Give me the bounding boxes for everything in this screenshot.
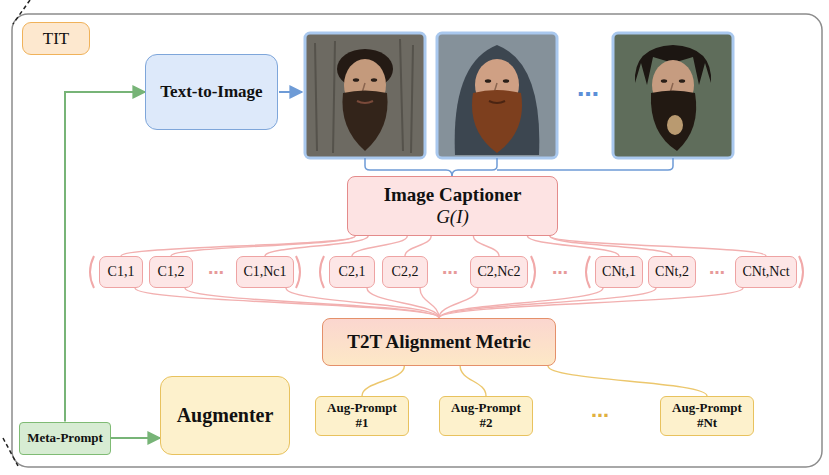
node-text: C2,Nc2 xyxy=(477,264,520,280)
ellipsis-mark: … xyxy=(442,259,458,278)
image-bracket xyxy=(365,158,452,176)
node-text: C1,1 xyxy=(108,264,135,280)
node-text: Text-to-Image xyxy=(160,82,262,102)
image-arrow xyxy=(279,91,302,93)
connector xyxy=(362,366,404,396)
connector xyxy=(352,236,407,256)
caption-box: C1,Nc1 xyxy=(236,256,294,288)
dashed-leader xyxy=(3,438,18,466)
caption-box: C1,1 xyxy=(99,256,143,288)
connector xyxy=(439,288,743,318)
connector xyxy=(473,236,499,256)
caption-box: CNt,1 xyxy=(595,256,643,288)
node-text: C2,1 xyxy=(339,264,366,280)
node-text: Aug-Prompt #Nt xyxy=(667,401,747,431)
aug-prompt-box: Aug-Prompt #1 xyxy=(315,396,409,436)
ellipsis-mark: … xyxy=(577,76,599,101)
aug-prompt-box: Aug-Prompt #Nt xyxy=(660,396,754,436)
caption-box: CNt,2 xyxy=(648,256,696,288)
connector xyxy=(420,288,439,318)
connector xyxy=(548,366,707,396)
generated-image xyxy=(305,33,425,158)
connector xyxy=(265,236,368,256)
connector xyxy=(439,288,656,318)
process-box: Text-to-Image xyxy=(145,54,278,130)
ellipsis-mark: … xyxy=(709,259,725,278)
connector xyxy=(460,366,486,396)
node-text: Aug-Prompt #1 xyxy=(322,401,402,431)
node-text: C1,Nc1 xyxy=(243,264,286,280)
node-text: CNt,1 xyxy=(602,264,636,280)
node-text: CNt,2 xyxy=(655,264,689,280)
connector xyxy=(171,236,355,256)
caption-box: C2,Nc2 xyxy=(470,256,528,288)
caption-box: CNt,Nct xyxy=(735,256,797,288)
section-tag: TIT xyxy=(22,22,90,55)
image-bracket xyxy=(452,158,497,176)
process-box: Image CaptionerG(I) xyxy=(347,176,558,236)
connector xyxy=(405,236,431,256)
generated-image xyxy=(613,33,733,158)
node-text: T2T Alignment Metric xyxy=(347,331,530,353)
outer-frame xyxy=(12,14,822,467)
connector xyxy=(185,288,439,318)
connector xyxy=(286,288,439,318)
connector xyxy=(135,288,439,318)
group-bracket xyxy=(90,256,803,288)
dashed-leader xyxy=(13,0,30,24)
generated-image xyxy=(437,33,557,158)
ellipsis-mark: … xyxy=(552,259,568,278)
caption-box: C2,2 xyxy=(382,256,428,288)
node-text: Aug-Prompt #2 xyxy=(446,401,526,431)
node-text: CNt,Nct xyxy=(742,264,789,280)
connector xyxy=(111,437,160,439)
ellipsis-mark: … xyxy=(591,400,609,421)
input-box: Meta-Prompt xyxy=(19,422,111,455)
connector xyxy=(550,236,766,256)
image-bracket xyxy=(497,158,673,170)
aug-prompt-box: Aug-Prompt #2 xyxy=(439,396,533,436)
caption-box: C1,2 xyxy=(149,256,193,288)
caption-box: C2,1 xyxy=(329,256,375,288)
connector xyxy=(65,92,145,422)
node-text: TIT xyxy=(43,29,69,49)
ellipsis-mark: … xyxy=(208,259,224,278)
node-text: Meta-Prompt xyxy=(27,431,103,446)
node-text: C1,2 xyxy=(158,264,185,280)
node-text: Image Captioner xyxy=(384,184,522,206)
node-text: C2,2 xyxy=(392,264,419,280)
metric-box: T2T Alignment Metric xyxy=(322,318,556,366)
node-text: G(I) xyxy=(436,206,469,228)
connector xyxy=(367,288,439,318)
node-text: Augmenter xyxy=(177,404,274,427)
process-box: Augmenter xyxy=(160,376,290,455)
